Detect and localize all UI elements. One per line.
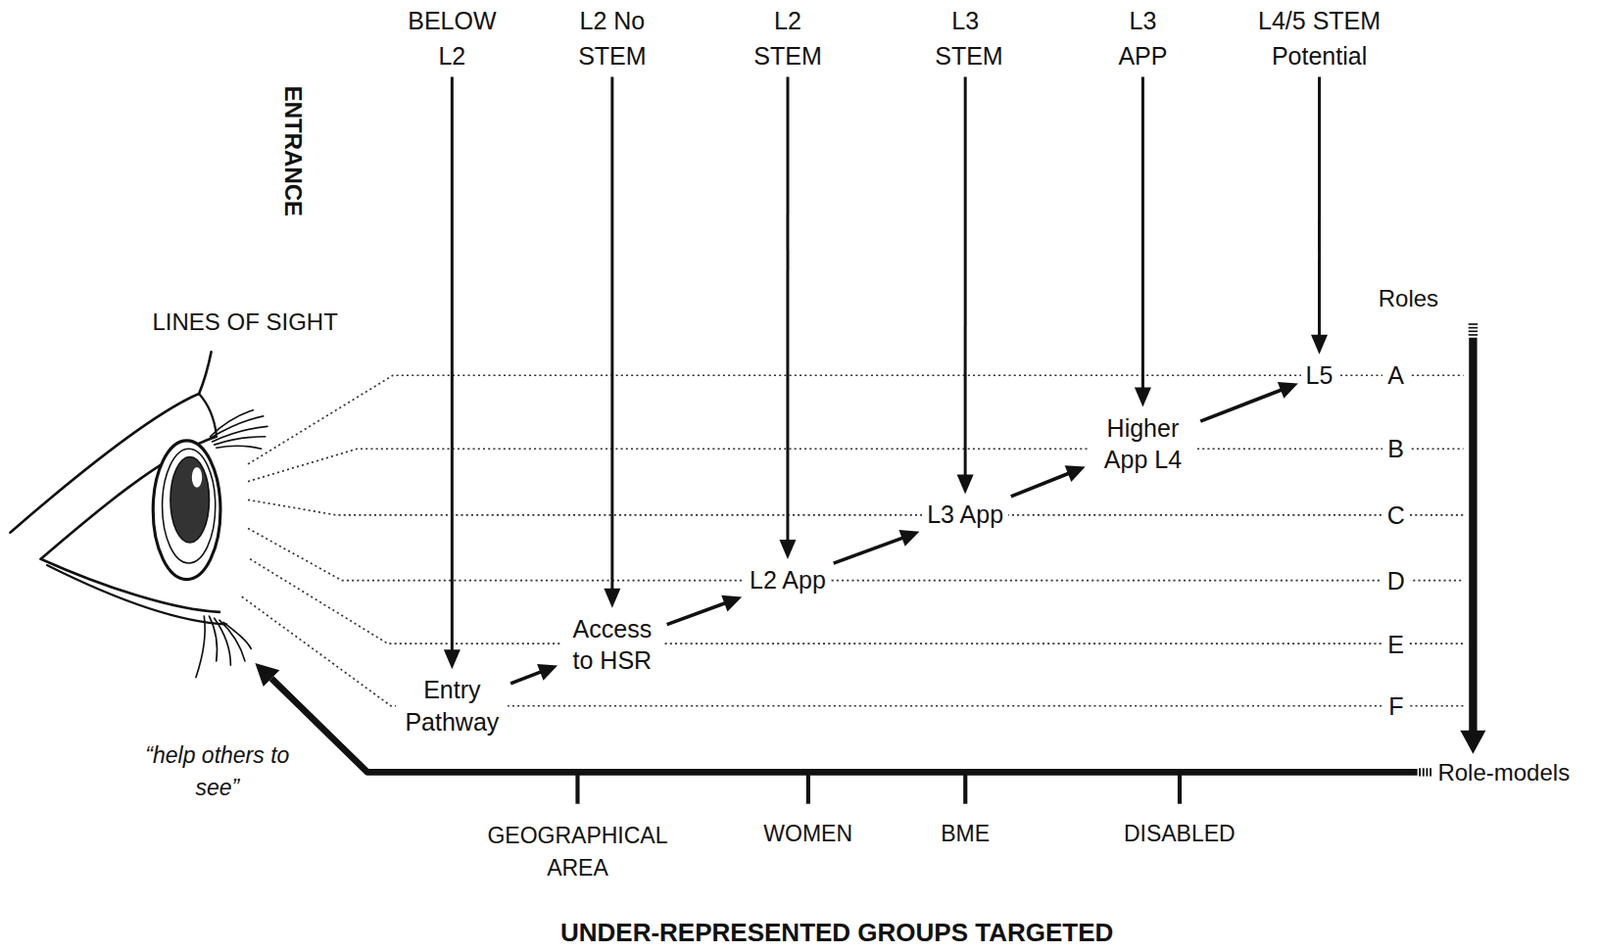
entry-arrow [778,77,796,561]
node-text: L2 App [749,564,826,597]
progression-arrow [1011,465,1086,497]
entrance-level: L4/5 STEM Potential [1251,2,1389,75]
connector-line [667,603,727,626]
node-text: Entry Pathway [400,674,503,738]
node-text: BELOW L2 [402,2,501,75]
arrowhead [721,595,742,613]
pathway-step: L2 App [744,562,831,599]
connector-line [833,537,904,564]
node-text: L4/5 STEM Potential [1251,2,1389,75]
arrowhead [1277,382,1299,399]
progression-arrow [833,530,921,564]
pathway-step: L3 App [921,496,1009,534]
node-text: L3 STEM [934,2,996,75]
entry-arrow [603,77,621,609]
progression-arrow [1200,382,1299,422]
entry-arrow [1310,77,1328,355]
entrance-level: BELOW L2 [402,2,501,75]
arrowhead [957,474,974,494]
axis-title: UNDER-REPRESENTED GROUPS TARGETED [560,918,1114,949]
role-letter: A [1382,360,1409,390]
group-label: GEOGRAPHICAL AREA [467,820,688,886]
eye-iris [152,440,221,581]
entrance-level: L2 STEM [750,2,825,75]
entrance-level: L2 No STEM [570,2,654,75]
node-text: L2 STEM [750,2,825,75]
entrance-level: L3 STEM [934,2,996,75]
axis-title: ENTRANCE [279,85,308,216]
entrance-level: L3 APP [1112,2,1173,75]
eye-upper-lashes [209,410,268,450]
connector-line [1317,77,1321,337]
roles-arrow [1459,323,1486,755]
node-text: L3 APP [1112,2,1173,75]
role-letter: E [1382,630,1409,660]
role-letter: C [1382,500,1410,531]
connector-line [610,77,614,590]
eye-lid-crease [198,393,217,436]
entry-arrow [1134,77,1152,408]
connector-line [450,77,454,652]
arrowhead [1134,387,1152,408]
pathway-step: Access to HSR [560,611,665,679]
entry-arrow [443,77,461,671]
node-text: L2 No STEM [570,2,654,75]
arrowhead [898,530,920,547]
role-models-title: Role-models [1437,757,1570,788]
connector-line [964,77,968,477]
connector-line [510,672,541,684]
connector-line [1200,389,1282,422]
group-ticks [577,772,1179,804]
progression-arrow [667,595,743,626]
eye-lower-lashes [195,616,251,678]
node-text: L3 App [926,498,1004,532]
node-text: Higher App L4 [1092,412,1193,477]
pathway-step: Entry Pathway [395,672,508,740]
role-letter: D [1382,566,1410,596]
role-letter: F [1383,691,1408,722]
roles-title: Roles [1378,283,1439,314]
entry-arrow [957,77,974,495]
connector-line [785,77,789,542]
node-text: Access to HSR [565,613,660,678]
sight-title: LINES OF SIGHT [151,306,338,338]
arrowhead [443,649,461,670]
eye-iris-ring [162,448,216,564]
pathway-step: L5 [1301,357,1339,394]
arrowhead [1310,335,1328,355]
eye-pupil [170,457,210,543]
node-text: L5 [1306,359,1334,392]
role-model-feedback-arrow [254,663,1432,777]
role-letter: B [1382,434,1409,464]
eye-highlight [192,467,202,488]
arrowhead [536,664,558,681]
arrowhead [603,588,621,609]
connector-line [1141,77,1145,389]
group-label: BME [940,818,990,851]
progression-arrow [510,664,558,684]
sight-lines [242,375,1464,706]
pathway-step: Higher App L4 [1087,410,1198,479]
arrowhead [778,539,796,560]
connector-line [1011,473,1069,497]
group-label: WOMEN [763,818,853,851]
arrowhead [1065,465,1086,483]
group-label: DISABLED [1123,818,1236,851]
quote-note: “help others to see” [136,739,298,803]
